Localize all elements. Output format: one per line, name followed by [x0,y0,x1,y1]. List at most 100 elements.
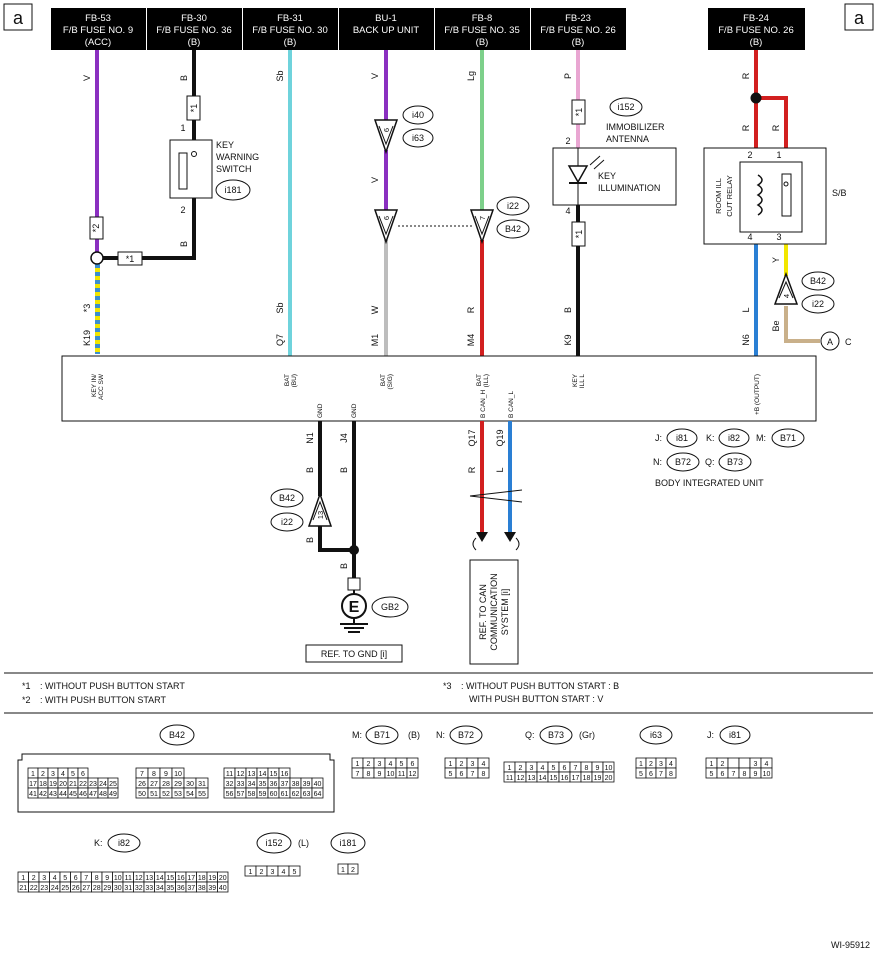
svg-text:B: B [179,241,189,247]
pin-cell [406,767,419,779]
svg-text:BAT: BAT [380,374,387,386]
pin-number: 16 [561,775,569,782]
pin-number: 16 [281,771,289,778]
pin-number: 8 [743,771,747,778]
svg-text:i82: i82 [118,838,130,848]
svg-text:a: a [854,8,865,28]
fuse-box-bu1: BU-1 BACK UP UNIT [339,8,434,50]
svg-text:(L): (L) [298,838,309,848]
svg-text:i40: i40 [412,110,424,120]
svg-text:*3: *3 [82,304,92,313]
svg-text:W: W [370,305,380,314]
svg-text:L: L [741,307,751,312]
pin-number: 10 [763,771,771,778]
svg-text:B: B [339,563,349,569]
wire-fb23: P *1 2 4 *1 B K9 [563,50,586,356]
pin-number: 15 [270,771,278,778]
pin-number: 11 [506,775,513,782]
svg-text:B: B [563,307,573,313]
fuse-box-fb53: FB-53 F/B FUSE NO. 9 (ACC) [51,8,146,50]
svg-text:F/B FUSE NO. 30: F/B FUSE NO. 30 [252,25,328,36]
pin-number: 8 [152,771,156,778]
pin-number: 1 [249,869,253,876]
pin-number: 8 [367,771,371,778]
svg-text:*1: *1 [22,681,31,691]
biu-connector-legend: J: i81 K: i82 M: B71 N: B72 Q: B73 BODY … [653,428,805,488]
pin-number: 32 [135,885,143,892]
svg-text:B42: B42 [169,730,185,740]
svg-text:B71: B71 [374,730,390,740]
svg-text:V: V [370,73,380,79]
svg-text:*1: *1 [574,108,584,117]
pin-number: 22 [30,885,38,892]
pin-number: 3 [42,875,46,882]
svg-text:J:: J: [707,730,714,740]
pin-number: 24 [51,885,59,892]
pin-number: 3 [471,761,475,768]
pin-number: 35 [259,781,267,788]
pin-number: 4 [669,761,673,768]
svg-text:i81: i81 [676,433,688,443]
svg-text:Q:: Q: [525,730,535,740]
svg-text:i152: i152 [265,838,282,848]
svg-text:V: V [370,177,380,183]
svg-text:*2: *2 [22,695,31,705]
pin-number: 27 [82,885,90,892]
pin-number: 11 [125,875,132,882]
svg-text:B42: B42 [279,493,295,503]
svg-text:R: R [771,124,781,131]
svg-text:S/B: S/B [832,188,847,198]
room-ill-cut-relay: 2 1 4 3 ROOM ILL CUT RELAY S/B [703,147,847,245]
svg-text:7: 7 [478,216,487,220]
svg-text:KEY: KEY [598,171,616,181]
pin-number: 46 [79,791,87,798]
svg-text:V: V [82,75,92,81]
pin-number: 16 [177,875,185,882]
pin-number: 33 [237,781,245,788]
svg-text:F/B FUSE NO. 26: F/B FUSE NO. 26 [540,25,616,36]
pin-number: 20 [219,875,227,882]
pin-number: 60 [270,791,278,798]
svg-text:(ILL): (ILL) [483,374,490,387]
pin-number: 6 [721,771,725,778]
svg-text:i181: i181 [339,838,356,848]
pin-number: 13 [528,775,536,782]
svg-text:K9: K9 [563,334,573,345]
pin-number: 26 [72,885,80,892]
pin-number: 44 [59,791,67,798]
svg-text:F/B FUSE NO. 35: F/B FUSE NO. 35 [444,25,520,36]
svg-text:ROOM ILL: ROOM ILL [714,178,723,214]
svg-text:Y: Y [771,257,781,263]
pin-cell [665,767,677,779]
svg-text:(B): (B) [572,37,585,48]
svg-text:: WITHOUT PUSH BUTTON START :: : WITHOUT PUSH BUTTON START : B [461,681,619,691]
svg-text:WITH PUSH BUTTON START : V: WITH PUSH BUTTON START : V [469,694,603,704]
svg-text:REF. TO CAN: REF. TO CAN [478,584,488,640]
svg-text:REF. TO GND [i]: REF. TO GND [i] [321,649,387,659]
svg-text:(B): (B) [188,37,201,48]
pin-number: 21 [69,781,77,788]
svg-text:BU-1: BU-1 [375,13,397,24]
pin-number: 38 [198,885,206,892]
pin-number: 40 [314,781,322,788]
pin-number: 39 [208,885,216,892]
pin-number: 7 [659,771,663,778]
svg-text:*3: *3 [443,681,452,691]
pin-number: 27 [150,781,158,788]
wire-fb24: R R R L N6 Y 4 B42 i22 Be A C [741,50,852,356]
pin-number: 7 [84,875,88,882]
pin-number: 12 [409,771,417,778]
wire-fb8: Lg R M4 7 i22 B42 [466,50,530,356]
pin-number: 21 [19,885,27,892]
pin-number: 19 [208,875,216,882]
svg-text:2: 2 [180,205,185,215]
pin-cell [311,787,324,799]
svg-text:F/B FUSE NO. 26: F/B FUSE NO. 26 [718,25,794,36]
pin-number: 8 [482,771,486,778]
svg-text:FB-23: FB-23 [565,13,591,24]
svg-text:B CAN_H: B CAN_H [480,390,487,418]
